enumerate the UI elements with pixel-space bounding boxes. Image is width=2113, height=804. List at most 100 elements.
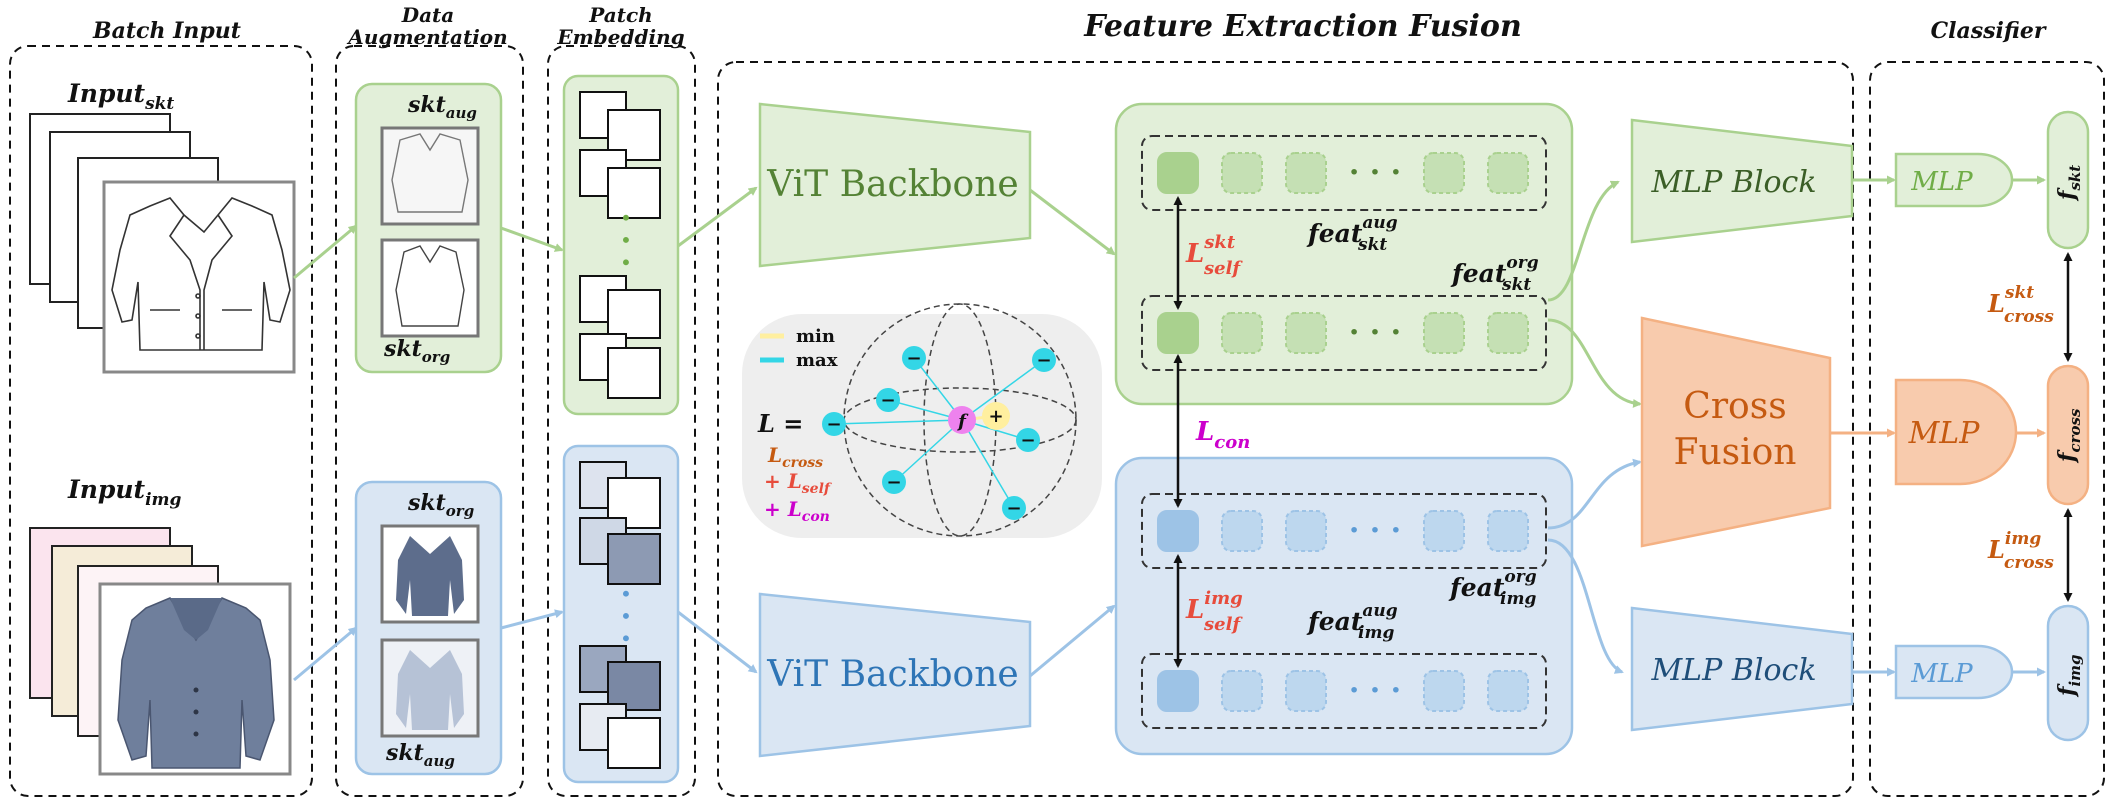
img-mlp-head-label: MLP <box>1910 659 1973 689</box>
cross-fusion-block <box>1640 316 1832 548</box>
l-con-label: Lcon <box>1195 417 1250 453</box>
negative-sample <box>822 412 846 436</box>
loss-term-con: + Lcon <box>764 497 830 525</box>
arrow-img-aug-to-patch <box>500 609 564 630</box>
f-img-label: fimg <box>2054 654 2084 698</box>
token <box>1157 510 1199 552</box>
arrow-img-backbone-to-features <box>1029 604 1116 678</box>
token <box>1423 510 1465 552</box>
sketch-jacket-icon <box>111 197 291 351</box>
token <box>1487 670 1529 712</box>
skt-feature-box <box>1114 102 1574 406</box>
arrow-skt-to-cross-fusion <box>1547 318 1642 408</box>
cross-mlp-head <box>1894 378 2018 486</box>
token <box>1423 152 1465 194</box>
img-aug-tokens: · · · <box>1157 670 1529 712</box>
batch-input-frame <box>9 45 313 797</box>
data-augmentation-frame <box>335 45 524 797</box>
token <box>1221 670 1263 712</box>
skt-mlp-block-label: MLP Block <box>1650 165 1816 200</box>
minus-sign: − <box>1006 498 1021 519</box>
cross-fusion-label-line2: Fusion <box>1673 432 1796 473</box>
minus-sign: − <box>1036 350 1051 371</box>
f-skt-label: fskt <box>2054 165 2084 202</box>
input-skt-label: Inputskt <box>67 79 174 114</box>
f-cross-output <box>2046 364 2090 506</box>
skt-mlp-head <box>1894 152 2014 208</box>
classifier-frame <box>1869 61 2105 797</box>
sketch-image-stack <box>29 113 296 374</box>
patch-embedding-frame <box>547 45 696 797</box>
token <box>1221 312 1263 354</box>
arrow-skt-patch-to-backbone <box>677 186 758 248</box>
token <box>1423 312 1465 354</box>
cross-fusion-label-line1: Cross <box>1683 386 1786 427</box>
min-label: min <box>796 326 835 347</box>
arrow-img-to-mlp-block <box>1547 538 1624 674</box>
img-mlp-block <box>1630 606 1854 732</box>
skt-vit-backbone-label: ViT Backbone <box>766 164 1018 205</box>
max-label: max <box>796 350 838 371</box>
skt-org-tokens: · · · <box>1157 312 1529 354</box>
token <box>1487 312 1529 354</box>
minus-sign: − <box>826 414 841 435</box>
token <box>1285 152 1327 194</box>
img-patch-ellipsis: · · · <box>607 588 645 644</box>
negative-sample <box>882 470 906 494</box>
token-ellipsis: · · · <box>1349 673 1401 708</box>
f-img-output <box>2046 604 2090 742</box>
skt-vit-backbone <box>758 102 1032 268</box>
data-augmentation-title-line2: Augmentation <box>346 25 507 49</box>
token <box>1487 510 1529 552</box>
negative-sample <box>876 388 900 412</box>
skt-mlp-head-label: MLP <box>1910 167 1973 197</box>
negative-sample <box>1016 428 1040 452</box>
img-patch-tiles <box>579 461 661 769</box>
minus-sign: − <box>886 472 901 493</box>
negative-sample <box>1032 348 1056 372</box>
cross-mlp-head-label: MLP <box>1908 416 1981 451</box>
plus-symbol: + <box>988 406 1003 427</box>
skt-aug-thumbnail <box>380 126 480 226</box>
minus-sign: − <box>906 348 921 369</box>
arrow-img-to-cross-fusion <box>1547 458 1642 530</box>
skt-aug-label: sktaug <box>407 92 477 122</box>
f-cross-label: fcross <box>2054 408 2084 464</box>
f-skt-output <box>2046 110 2090 250</box>
data-augmentation-title-line1: Data <box>401 3 455 27</box>
loss-term-self: + Lself <box>764 469 833 497</box>
token <box>1157 670 1199 712</box>
loss-equation-lhs: L = <box>757 409 803 438</box>
token-ellipsis: · · · <box>1349 155 1401 190</box>
token <box>1157 312 1199 354</box>
photo-image-stack <box>29 527 292 776</box>
skt-patch-ellipsis: · · · <box>607 212 645 268</box>
token-ellipsis: · · · <box>1349 315 1401 350</box>
token <box>1285 510 1327 552</box>
token <box>1221 510 1263 552</box>
img-org-top-label: sktorg <box>407 490 474 520</box>
arrow-img-patch-to-backbone <box>677 610 758 674</box>
input-img-label: Inputimg <box>67 475 182 510</box>
anchor-point <box>948 406 976 434</box>
skt-org-label: sktorg <box>383 336 450 366</box>
skt-patch-tiles <box>579 91 661 399</box>
feature-extraction-frame <box>717 61 1854 797</box>
patch-embedding-title-line2: Embedding <box>556 25 684 49</box>
arrow-input-skt-to-aug <box>293 224 358 280</box>
token <box>1285 312 1327 354</box>
img-vit-backbone <box>758 592 1032 758</box>
photo-jacket-icon <box>117 597 275 769</box>
token <box>1221 152 1263 194</box>
classifier-title: Classifier <box>1931 18 2047 44</box>
arrow-skt-backbone-to-features <box>1029 188 1116 256</box>
negative-sample <box>902 346 926 370</box>
feature-extraction-title: Feature Extraction Fusion <box>1083 9 1522 44</box>
negative-sample <box>1002 496 1026 520</box>
loss-legend-panel <box>742 314 1102 538</box>
img-org-tokens: · · · <box>1157 510 1529 552</box>
img-mlp-block-label: MLP Block <box>1650 653 1816 688</box>
